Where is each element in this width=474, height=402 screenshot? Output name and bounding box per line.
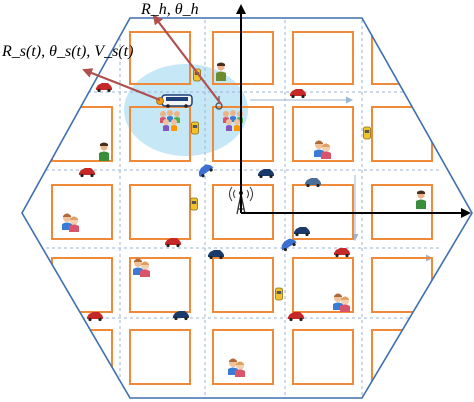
block <box>129 106 191 162</box>
block <box>129 257 191 313</box>
block <box>292 257 354 313</box>
block <box>292 329 354 385</box>
block <box>129 31 191 85</box>
block <box>212 329 274 385</box>
block <box>212 31 274 85</box>
bus-icon <box>161 94 193 108</box>
block <box>292 31 354 85</box>
relay-params-label: R_h, θ_h <box>140 1 199 18</box>
block <box>371 106 433 162</box>
pointer-arrows <box>82 14 222 105</box>
user-params-label: R_s(t), θ_s(t), V_s(t) <box>1 43 133 60</box>
block <box>292 106 354 162</box>
coverage-area <box>124 64 248 156</box>
street-arrows <box>250 96 433 262</box>
block <box>129 184 191 240</box>
block <box>51 184 113 240</box>
block <box>371 329 433 385</box>
block <box>371 257 433 313</box>
block <box>371 31 433 85</box>
relay-pointer-arrow <box>152 14 222 105</box>
user-pointer-arrow <box>82 68 161 102</box>
block <box>51 329 113 385</box>
coordinate-axes <box>236 4 471 218</box>
block <box>129 329 191 385</box>
block <box>212 106 274 162</box>
block <box>51 257 113 313</box>
block <box>212 257 274 313</box>
cell-boundary <box>21 17 473 399</box>
